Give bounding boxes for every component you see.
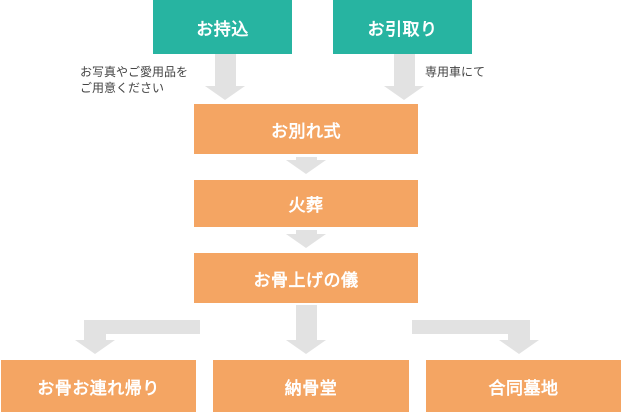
bone-collection-box: お骨上げの儀 xyxy=(194,253,418,303)
arrow-to-take-home xyxy=(75,320,200,354)
ossuary-label: 納骨堂 xyxy=(284,378,338,399)
pick-up-label: お引取り xyxy=(367,19,438,40)
arrow-to-ossuary xyxy=(286,305,326,354)
pick-up-box: お引取り xyxy=(333,0,472,54)
bring-in-note-line-2: ご用意ください xyxy=(80,81,165,95)
take-home-label: お骨お連れ帰り xyxy=(37,378,160,399)
arrow-cremation-to-bone-collection xyxy=(286,230,326,248)
bring-in-note-line-1: お写真やご愛用品を xyxy=(80,65,189,79)
farewell-box: お別れ式 xyxy=(194,104,418,154)
arrow-pick-up-to-farewell xyxy=(384,54,424,100)
bring-in-box: お持込 xyxy=(153,0,292,54)
cremation-box: 火葬 xyxy=(194,180,418,227)
pick-up-note-line: 専用車にて xyxy=(425,65,486,79)
farewell-label: お別れ式 xyxy=(271,121,341,142)
arrow-farewell-to-cremation xyxy=(286,157,326,174)
shared-grave-label: 合同墓地 xyxy=(488,378,559,399)
bring-in-note: お写真やご愛用品を ご用意ください xyxy=(80,64,188,96)
arrow-bring-in-to-farewell xyxy=(205,54,245,100)
ossuary-box: 納骨堂 xyxy=(213,360,409,412)
pick-up-note: 専用車にて xyxy=(425,64,485,80)
arrow-to-shared-grave xyxy=(412,320,539,354)
bone-collection-label: お骨上げの儀 xyxy=(253,270,359,291)
bring-in-label: お持込 xyxy=(196,19,249,40)
take-home-box: お骨お連れ帰り xyxy=(1,360,196,412)
shared-grave-box: 合同墓地 xyxy=(426,360,621,412)
cremation-label: 火葬 xyxy=(288,196,324,216)
